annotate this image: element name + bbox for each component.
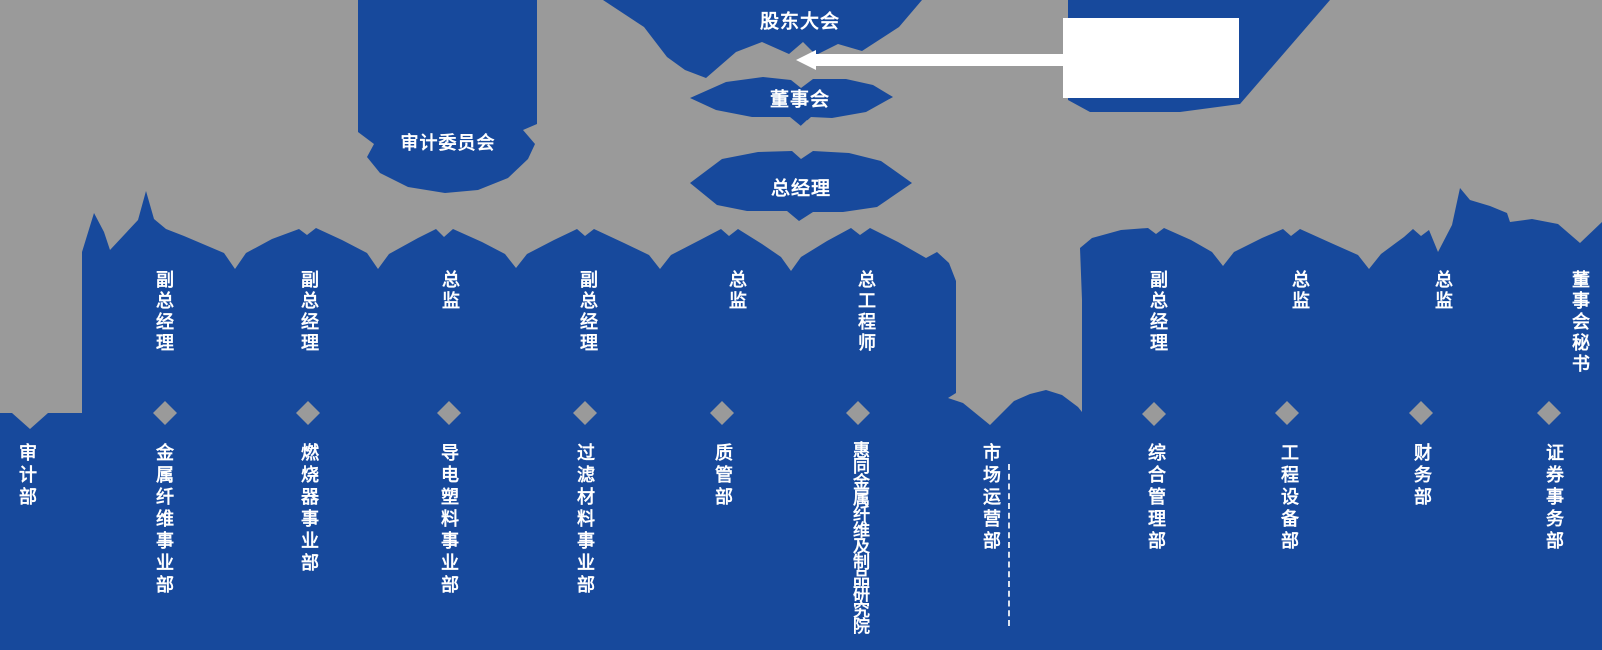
connector-diamond (1409, 401, 1433, 425)
department-label: 过滤材料事业部 (574, 443, 595, 597)
connector-diamond (1537, 401, 1561, 425)
node-shape-general-manager (690, 151, 912, 221)
node-shape-shareholders (603, 0, 922, 78)
node-label-audit-committee: 审计委员会 (400, 133, 496, 154)
title-label: 董事会秘书 (1569, 270, 1590, 375)
department-label: 审计部 (16, 443, 37, 509)
connector-diamond (296, 401, 320, 425)
title-label: 总监 (439, 270, 460, 312)
department-label: 质管部 (712, 443, 733, 509)
node-shape-audit-committee (358, 0, 537, 193)
department-label: 财务部 (1411, 443, 1432, 509)
node-label-board: 董事会 (769, 88, 831, 111)
department-label: 惠同金属纤维及制品研究院 (849, 441, 869, 633)
title-label: 副总经理 (1147, 270, 1168, 354)
node-shape-board (690, 77, 893, 126)
arrow-left-icon (796, 50, 1063, 70)
node-label-general-manager: 总经理 (770, 177, 832, 200)
title-label: 总监 (1289, 270, 1310, 312)
title-label: 副总经理 (153, 270, 174, 354)
dashed-divider (1008, 464, 1010, 626)
department-label: 证券事务部 (1543, 443, 1564, 553)
department-label: 市场运营部 (980, 443, 1001, 553)
department-label: 金属纤维事业部 (153, 443, 174, 597)
title-label: 总工程师 (855, 270, 876, 354)
title-label: 副总经理 (298, 270, 319, 354)
main-band-shape (0, 188, 1602, 650)
department-label: 燃烧器事业部 (298, 443, 319, 575)
node-label-shareholders: 股东大会 (759, 10, 841, 33)
connector-diamond (573, 401, 597, 425)
title-label: 总监 (1432, 270, 1453, 312)
white-cover-box (1063, 18, 1239, 98)
connector-diamond (437, 401, 461, 425)
connector-diamond (846, 401, 870, 425)
department-label: 工程设备部 (1278, 443, 1299, 553)
connector-diamond (1275, 401, 1299, 425)
connector-diamond (710, 401, 734, 425)
title-label: 总监 (726, 270, 747, 312)
connector-diamond (1142, 402, 1166, 426)
title-label: 副总经理 (577, 270, 598, 354)
department-label: 导电塑料事业部 (438, 443, 459, 597)
connector-diamond (791, 120, 823, 150)
department-label: 综合管理部 (1145, 443, 1166, 553)
connector-diamond (153, 401, 177, 425)
